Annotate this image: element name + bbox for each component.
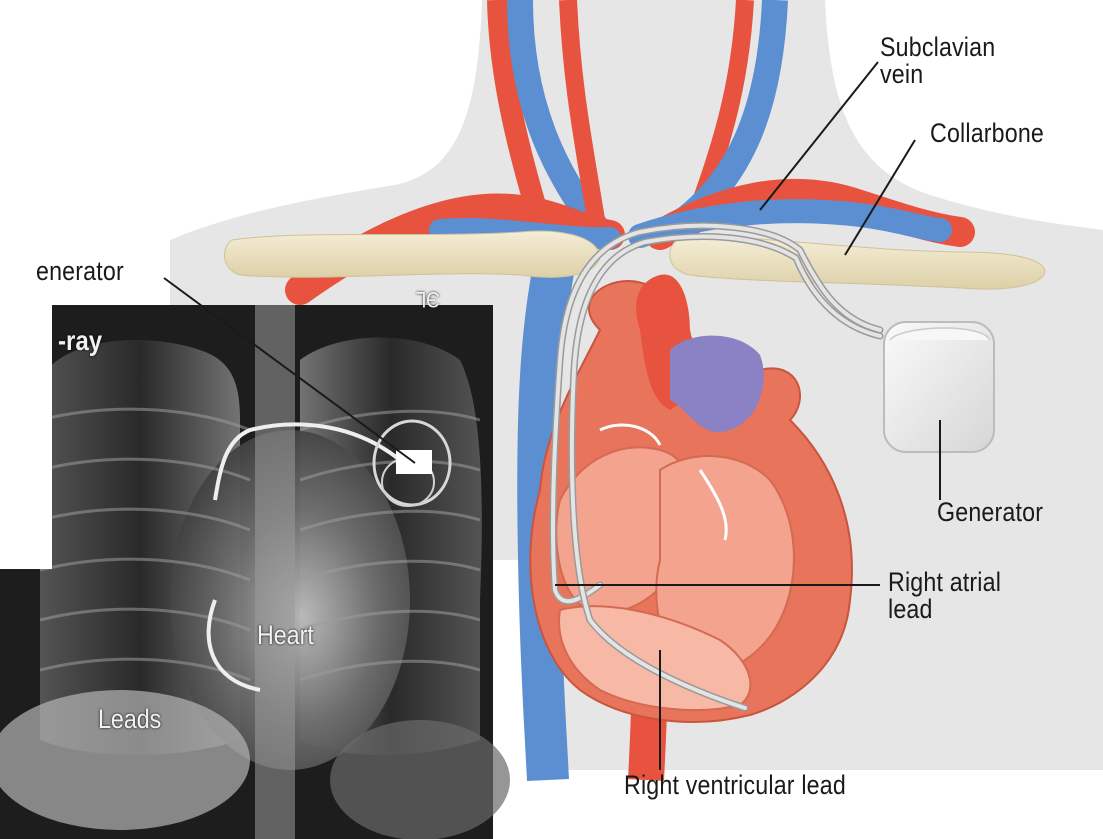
xray-marker: ЭL [416,286,440,312]
label-generator-left: enerator [36,258,124,285]
label-right-atrial-lead: Right atrial lead [888,569,1001,623]
label-generator-right: Generator [937,499,1043,526]
xray-image [0,305,510,839]
label-collarbone: Collarbone [930,120,1044,147]
xray-label-leads: Leads [98,704,161,735]
xray-title: -ray [58,325,102,357]
xray-label-heart: Heart [257,620,314,651]
collarbone-left [224,231,600,277]
label-right-ventricular-lead: Right ventricular lead [624,772,846,799]
label-subclavian-vein: Subclavian vein [880,34,995,88]
